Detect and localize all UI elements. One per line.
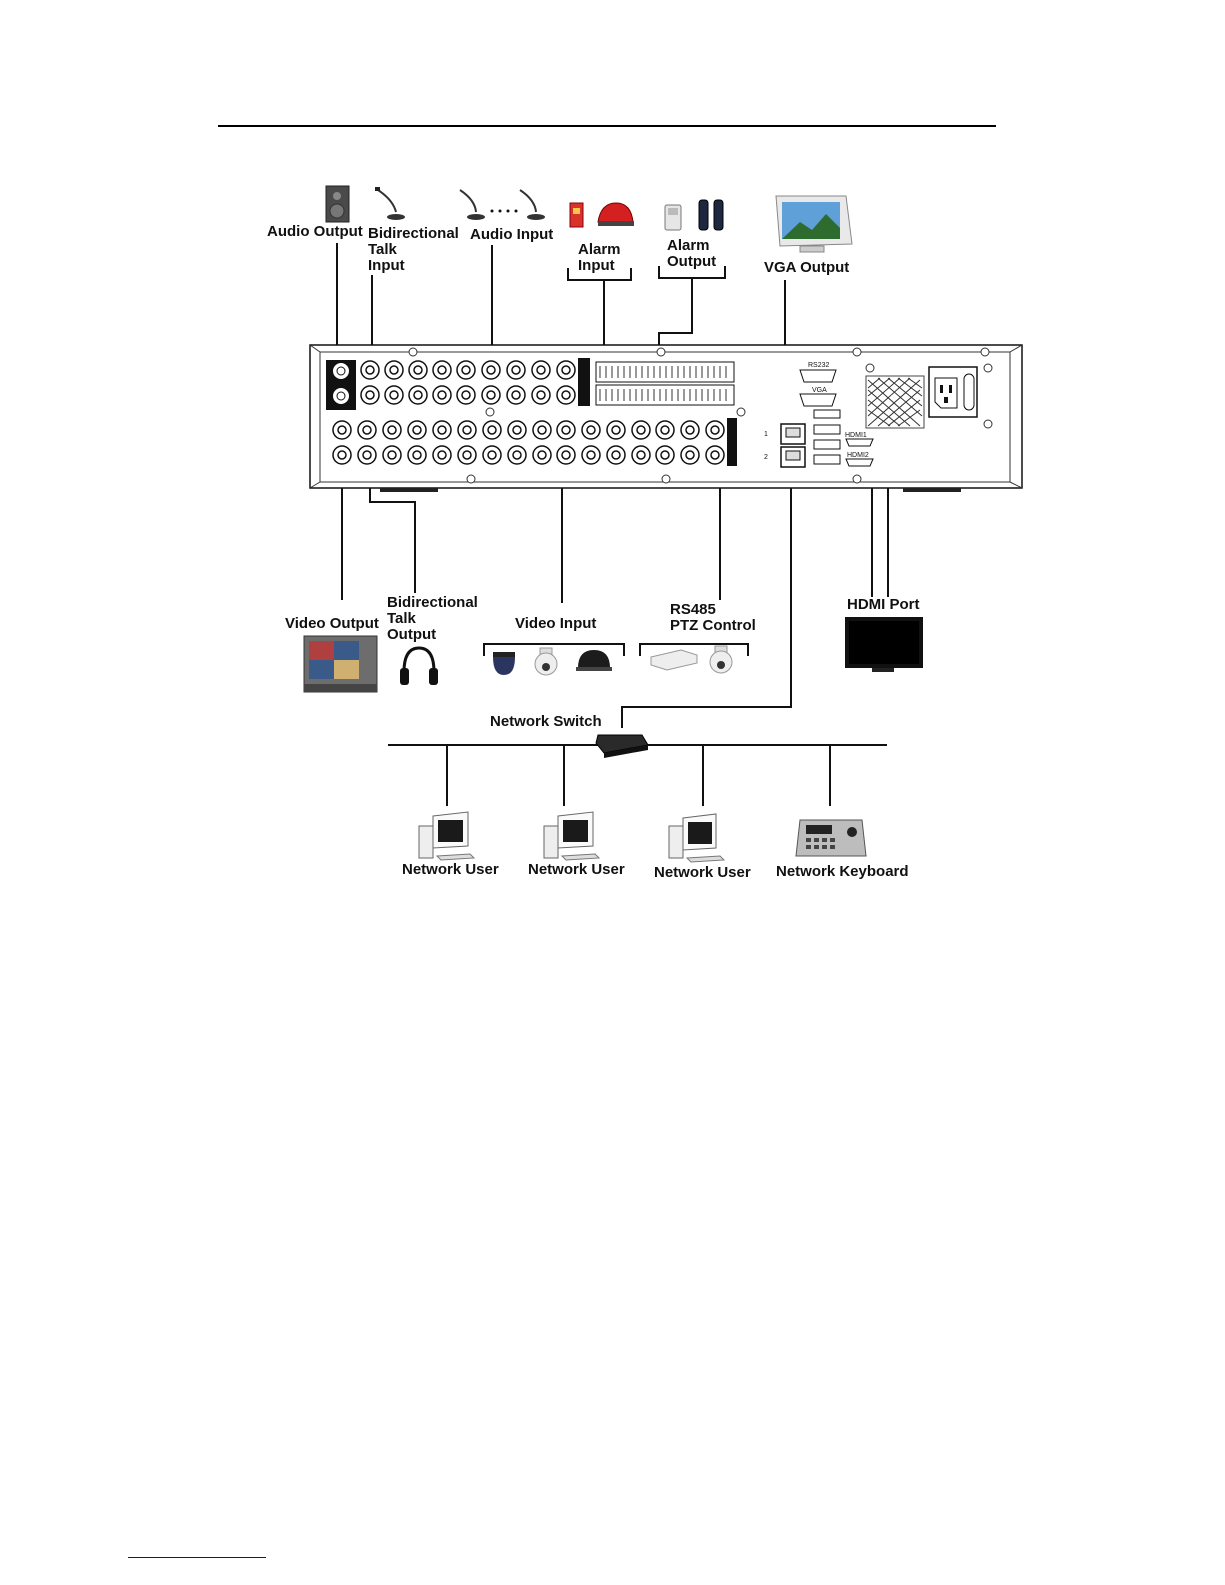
label-network-switch: Network Switch: [490, 714, 602, 730]
label-bidirectional-talk-output: Bidirectional Talk Output: [387, 595, 478, 643]
label-network-user-3: Network User: [654, 865, 751, 881]
hdmi2-marking: HDMI2: [847, 452, 869, 459]
label-audio-input: Audio Input: [470, 227, 553, 243]
desktop-pc-icon: [544, 812, 599, 860]
label-vga-output: VGA Output: [764, 260, 849, 276]
label-line: Input: [578, 258, 621, 274]
crt-tv-icon: [304, 636, 377, 692]
ptz-keyboard-icon: [796, 820, 866, 856]
lan1-marking: 1: [764, 431, 768, 438]
motion-sensor-icon: [665, 205, 681, 230]
speaker-icon: [326, 186, 349, 222]
label-line: Alarm: [578, 242, 621, 258]
microphone-icon: [460, 190, 545, 220]
label-line: Output: [667, 254, 716, 270]
label-line: Talk: [368, 242, 459, 258]
lan2-marking: 2: [764, 454, 768, 461]
label-rs485-ptz-control: RS485 PTZ Control: [670, 602, 756, 634]
network-switch-icon: [596, 735, 648, 758]
label-line: Alarm: [667, 238, 716, 254]
dvr-rear-panel: RS232 VGA 1 2 HDMI1 HDMI2: [310, 345, 1022, 492]
dome-camera-icon: [576, 650, 612, 671]
microphone-icon: [375, 187, 405, 220]
label-line: Output: [387, 627, 478, 643]
siren-icon: [570, 203, 634, 227]
label-line: Input: [368, 258, 459, 274]
vga-marking: VGA: [812, 387, 827, 394]
label-network-user-1: Network User: [402, 862, 499, 878]
label-line: PTZ Control: [670, 618, 756, 634]
label-alarm-input: Alarm Input: [578, 242, 621, 274]
crt-monitor-icon: [776, 196, 852, 252]
desktop-pc-icon: [419, 812, 474, 860]
leader-lines: [337, 243, 888, 806]
label-line: Bidirectional: [368, 226, 459, 242]
hdmi1-marking: HDMI1: [845, 432, 867, 439]
lcd-tv-icon: [845, 617, 923, 672]
headphones-icon: [400, 648, 438, 685]
label-bidirectional-talk-input: Bidirectional Talk Input: [368, 226, 459, 274]
label-alarm-output: Alarm Output: [667, 238, 716, 270]
label-line: Talk: [387, 611, 478, 627]
ptz-camera-icon: [493, 648, 557, 675]
rs232-marking: RS232: [808, 362, 830, 369]
label-video-input: Video Input: [515, 616, 596, 632]
ptz-camera-icon: [710, 646, 732, 673]
label-hdmi-port: HDMI Port: [847, 597, 920, 613]
label-network-user-2: Network User: [528, 862, 625, 878]
label-line: RS485: [670, 602, 756, 618]
beam-sensor-icon: [699, 200, 723, 230]
desktop-pc-icon: [669, 814, 724, 862]
decoder-box-icon: [651, 650, 697, 670]
label-line: Bidirectional: [387, 595, 478, 611]
label-network-keyboard: Network Keyboard: [776, 864, 909, 880]
label-video-output: Video Output: [285, 616, 379, 632]
label-audio-output: Audio Output: [267, 224, 363, 240]
